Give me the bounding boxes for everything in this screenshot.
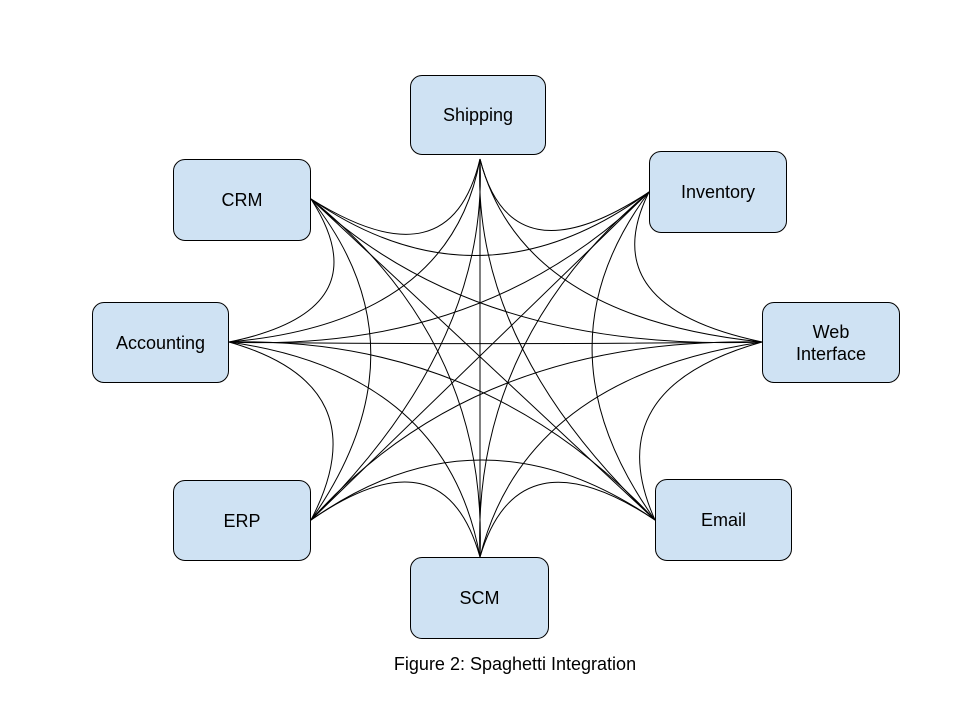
connection-line-4-6 [228,341,481,558]
connection-line-2-3 [639,341,763,521]
node-email: Email [655,479,792,561]
node-crm: CRM [173,159,311,241]
connection-line-4-5 [310,481,481,558]
connection-line-1-5 [310,191,650,521]
connection-line-2-7 [310,198,763,344]
connection-line-4-7 [310,198,481,558]
connection-line-2-6 [228,341,763,345]
figure-caption: Figure 2: Spaghetti Integration [393,654,637,674]
node-accounting: Accounting [92,302,229,383]
connection-line-0-2 [479,158,763,343]
node-shipping: Shipping [410,75,546,155]
connection-line-1-3 [591,191,656,521]
connection-line-5-7 [310,198,372,521]
connection-line-2-5 [310,341,763,521]
connection-line-3-7 [310,198,656,521]
connection-line-3-5 [310,459,656,521]
connection-line-2-4 [479,341,763,558]
node-scm: SCM [410,557,549,639]
connection-line-1-2 [634,191,763,343]
node-web-interface: Web Interface [762,302,900,383]
connection-line-0-1 [479,158,650,231]
connection-line-0-5 [310,158,481,521]
connection-line-0-6 [228,158,481,343]
node-inventory: Inventory [649,151,787,233]
connection-line-0-3 [479,158,656,521]
connection-line-1-6 [228,191,650,344]
connection-line-1-7 [310,191,650,256]
node-erp: ERP [173,480,311,561]
connection-line-0-7 [310,158,481,235]
connection-line-6-7 [228,198,335,343]
connection-line-3-4 [479,481,656,558]
connection-line-1-4 [479,191,650,558]
connection-line-3-6 [228,341,656,521]
connection-line-5-6 [228,341,334,521]
